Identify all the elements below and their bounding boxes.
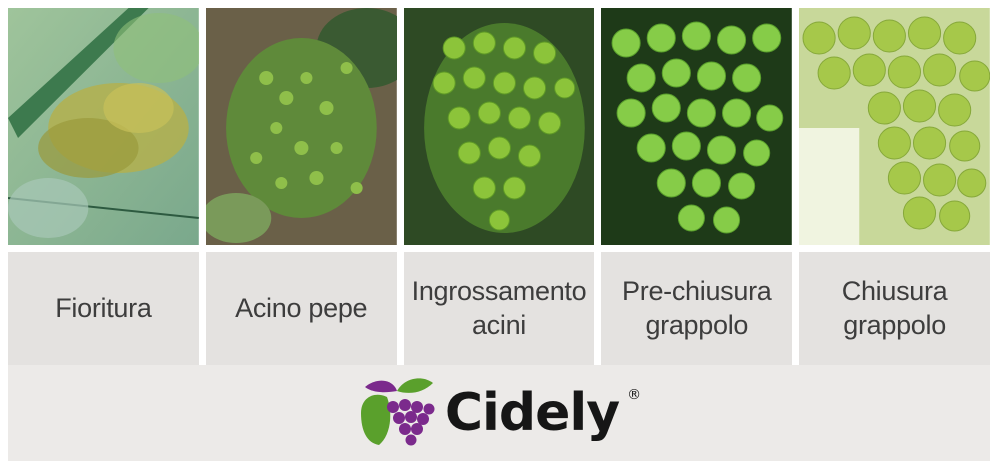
stage-ingrossamento-acini: Ingrossamento acini	[403, 8, 595, 365]
ingrossamento-acini-label: Ingrossamento acini	[403, 252, 595, 365]
brand-bar: Cidely ®	[8, 365, 990, 461]
stage-fioritura: Fioritura	[8, 8, 199, 365]
chiusura-grappolo-photo	[799, 8, 990, 245]
fioritura-photo	[8, 8, 199, 245]
acino-pepe-photo	[205, 8, 397, 245]
acino-pepe-label: Acino pepe	[205, 252, 397, 365]
fioritura-label: Fioritura	[8, 252, 199, 365]
stage-chiusura-grappolo: Chiusura grappolo	[799, 8, 990, 365]
stage-pre-chiusura-grappolo: Pre-chiusura grappolo	[601, 8, 793, 365]
cidely-logo: Cidely ®	[357, 373, 641, 453]
pre-chiusura-grappolo-photo	[601, 8, 793, 245]
brand-name: Cidely	[444, 383, 620, 443]
grape-leaf-logo-icon	[360, 378, 435, 446]
chiusura-grappolo-label: Chiusura grappolo	[799, 252, 990, 365]
growth-stages: Fioritura Acino p	[8, 8, 990, 365]
ingrossamento-acini-photo	[403, 8, 595, 245]
pre-chiusura-grappolo-label: Pre-chiusura grappolo	[601, 252, 793, 365]
registered-mark: ®	[627, 387, 642, 403]
stage-acino-pepe: Acino pepe	[205, 8, 397, 365]
